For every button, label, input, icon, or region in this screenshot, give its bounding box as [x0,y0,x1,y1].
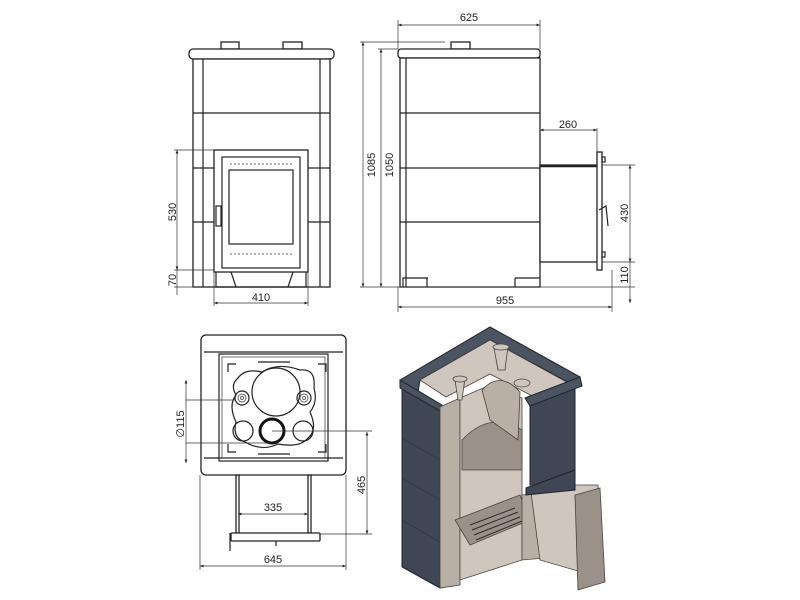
dim-430: 430 [619,204,631,222]
front-view [188,41,335,288]
side-dimensions: 625 260 1085 1050 955 430 110 [360,12,635,312]
dim-465: 465 [356,476,368,494]
dim-625: 625 [460,12,478,24]
dim-260: 260 [559,119,577,131]
dim-1050: 1050 [384,153,396,177]
top-dimensions: ∅115 335 465 645 [175,380,372,570]
dim-1085: 1085 [366,153,378,177]
side-door[interactable] [596,151,603,271]
fire-tunnel [539,164,599,263]
dim-530: 530 [167,203,179,221]
firebox-door[interactable] [213,149,309,273]
dim-955: 955 [496,295,514,307]
front-dimensions: 530 70 410 [167,149,309,306]
dim-110: 110 [619,266,631,284]
door-handle[interactable] [215,205,222,227]
dim-flue-diameter: ∅115 [175,410,187,437]
dim-645: 645 [264,554,282,566]
dim-70: 70 [167,274,179,286]
cutaway-3d-view [399,326,606,591]
side-view [397,41,609,288]
top-view [200,334,347,551]
dim-410: 410 [252,292,270,304]
dim-335: 335 [264,502,282,514]
